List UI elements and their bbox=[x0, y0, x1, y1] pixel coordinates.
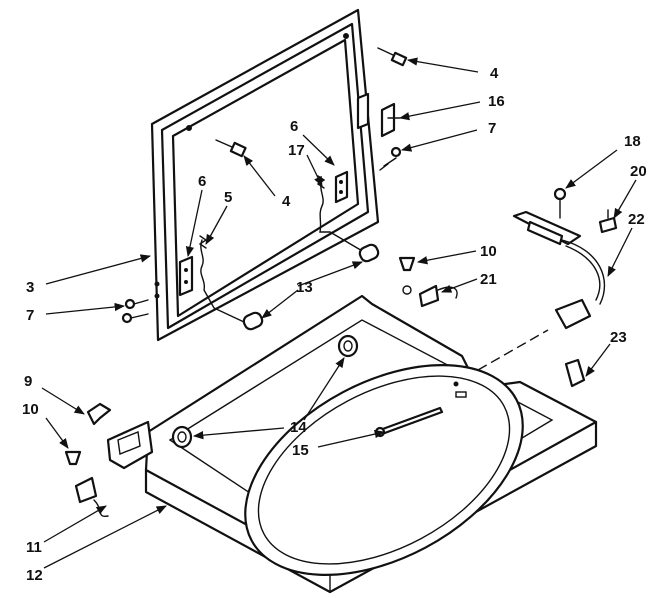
callout-23: 23 bbox=[610, 329, 627, 346]
hinge-bracket-upper-right bbox=[356, 92, 401, 138]
bushing-left bbox=[171, 425, 193, 449]
screws-left bbox=[121, 298, 149, 324]
callout-12: 12 bbox=[26, 567, 43, 584]
callout-22: 22 bbox=[628, 211, 645, 228]
panel-hinge-block bbox=[106, 420, 154, 470]
lid-switch-assembly bbox=[512, 187, 618, 330]
callout-14: 14 bbox=[290, 419, 307, 436]
callout-4-lower: 4 bbox=[282, 193, 291, 210]
callout-13: 13 bbox=[296, 279, 313, 296]
callout-5: 5 bbox=[224, 189, 232, 206]
callout-16: 16 bbox=[488, 93, 505, 110]
callout-9: 9 bbox=[24, 373, 32, 390]
callout-10-right: 10 bbox=[480, 243, 497, 260]
wire-route bbox=[477, 329, 549, 371]
callout-20: 20 bbox=[630, 163, 647, 180]
hinge-bracket-right bbox=[334, 170, 349, 204]
lid-frame bbox=[150, 8, 380, 342]
top-panel bbox=[144, 294, 598, 594]
clip-9 bbox=[86, 402, 112, 426]
clip-23 bbox=[564, 358, 586, 388]
callout-10-left: 10 bbox=[22, 401, 39, 418]
bushing-right bbox=[337, 334, 359, 358]
callout-7-right: 7 bbox=[488, 120, 496, 137]
callout-6-right: 6 bbox=[290, 118, 298, 135]
callout-3: 3 bbox=[26, 279, 34, 296]
callout-7-left: 7 bbox=[26, 307, 34, 324]
bumper-lower bbox=[215, 139, 247, 158]
spring-left bbox=[74, 476, 109, 517]
bumper-upper bbox=[377, 47, 408, 67]
screw-right bbox=[379, 146, 402, 171]
callout-6-left: 6 bbox=[198, 173, 206, 190]
callout-15: 15 bbox=[292, 442, 309, 459]
callout-17: 17 bbox=[288, 142, 305, 159]
callout-21: 21 bbox=[480, 271, 497, 288]
callout-4-upper: 4 bbox=[490, 65, 499, 82]
plug-left bbox=[64, 450, 82, 466]
plug-right bbox=[398, 256, 416, 295]
leader-lines bbox=[41, 57, 637, 569]
hinge-bracket-left bbox=[178, 255, 194, 297]
callout-18: 18 bbox=[624, 133, 641, 150]
callout-11: 11 bbox=[26, 539, 42, 556]
lid-wire-harness bbox=[198, 175, 380, 331]
